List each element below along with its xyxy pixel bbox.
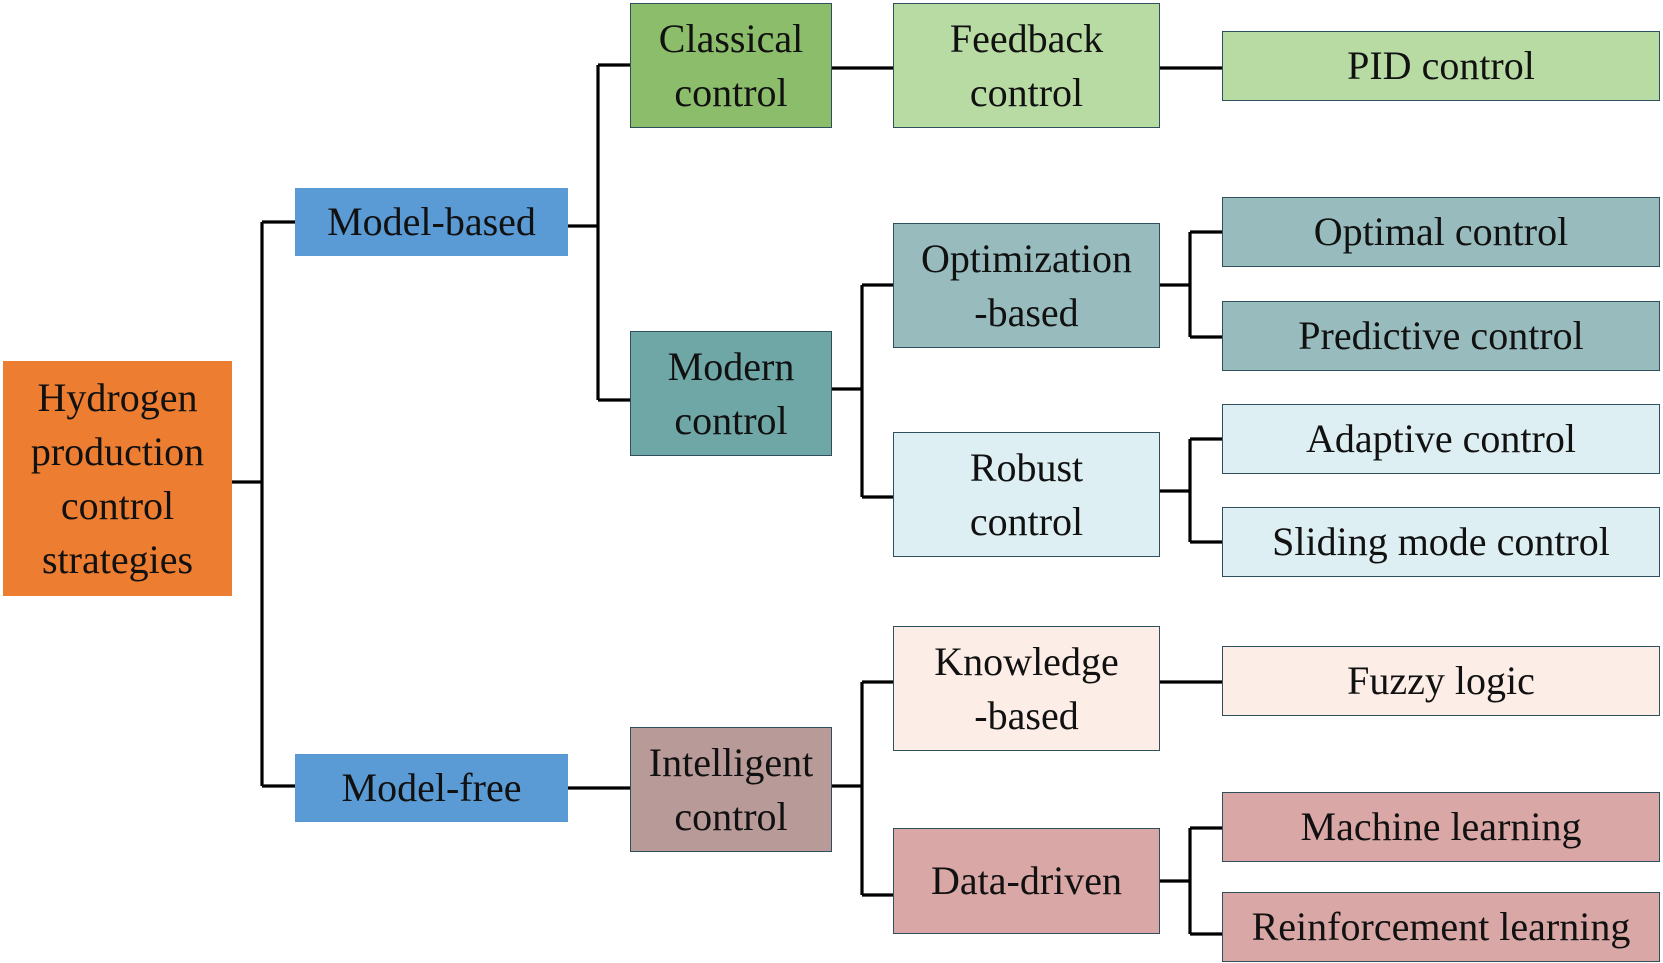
knowledge-based-label: Knowledge -based	[934, 638, 1119, 738]
optimization-based-label: Optimization -based	[920, 235, 1133, 335]
pid-control-label: PID control	[1347, 43, 1535, 88]
machine-learning-label: Machine learning	[1300, 804, 1582, 849]
optimization-based-node: Optimization -based	[893, 223, 1160, 348]
data-driven-label: Data-driven	[930, 858, 1122, 903]
reinforcement-learning-node: Reinforcement learning	[1222, 892, 1660, 962]
connector-modern	[832, 283, 893, 499]
model-based-label: Model-based	[327, 199, 536, 244]
intelligent-control-label: Intelligent control	[648, 739, 814, 839]
connector-model-based	[568, 63, 630, 402]
adaptive-control-label: Adaptive control	[1306, 416, 1576, 461]
predictive-control-label: Predictive control	[1298, 313, 1584, 358]
optimal-control-node: Optimal control	[1222, 197, 1660, 267]
classical-control-node: Classical control	[630, 3, 832, 128]
root-node: Hydrogen production control strategies	[3, 361, 232, 596]
connector-robust	[1160, 437, 1222, 544]
optimal-control-label: Optimal control	[1313, 209, 1569, 254]
adaptive-control-node: Adaptive control	[1222, 404, 1660, 474]
robust-control-node: Robust control	[893, 432, 1160, 557]
fuzzy-logic-node: Fuzzy logic	[1222, 646, 1660, 716]
model-based-node: Model-based	[295, 188, 568, 256]
machine-learning-node: Machine learning	[1222, 792, 1660, 862]
knowledge-based-node: Knowledge -based	[893, 626, 1160, 751]
connector-intelligent	[832, 680, 893, 897]
sliding-mode-control-label: Sliding mode control	[1272, 519, 1610, 564]
robust-control-label: Robust control	[969, 444, 1084, 544]
fuzzy-logic-label: Fuzzy logic	[1347, 658, 1535, 703]
data-driven-node: Data-driven	[893, 828, 1160, 934]
reinforcement-learning-label: Reinforcement learning	[1251, 904, 1631, 949]
pid-control-node: PID control	[1222, 31, 1660, 101]
intelligent-control-node: Intelligent control	[630, 727, 832, 852]
model-free-label: Model-free	[341, 765, 522, 810]
connector-optimization	[1160, 230, 1222, 339]
connector-data-driven	[1160, 826, 1222, 936]
feedback-control-label: Feedback control	[949, 15, 1104, 115]
modern-control-node: Modern control	[630, 331, 832, 456]
connector-root-level1	[232, 220, 295, 788]
feedback-control-node: Feedback control	[893, 3, 1160, 128]
modern-control-label: Modern control	[667, 343, 795, 443]
model-free-node: Model-free	[295, 754, 568, 822]
sliding-mode-control-node: Sliding mode control	[1222, 507, 1660, 577]
classical-control-label: Classical control	[658, 15, 804, 115]
predictive-control-node: Predictive control	[1222, 301, 1660, 371]
root-label: Hydrogen production control strategies	[30, 374, 205, 582]
